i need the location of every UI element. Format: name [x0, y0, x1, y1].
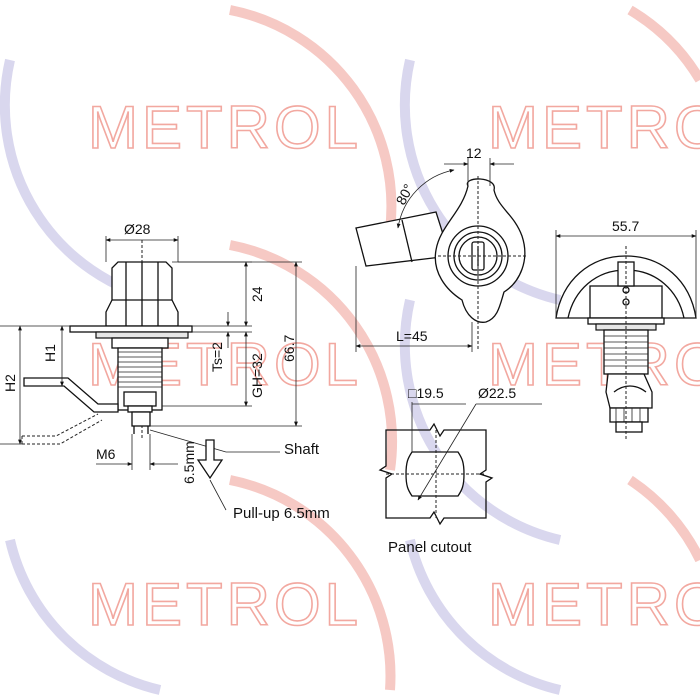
- dim-24: 24: [249, 286, 265, 302]
- side-view: Ø28 24 66.7 GH=32 Ts=2 H1 H2: [0, 221, 330, 522]
- dim-dia-22-5: Ø22.5: [478, 385, 516, 401]
- shaft-label: Shaft: [284, 441, 320, 458]
- dim-55-7: 55.7: [612, 218, 639, 234]
- dim-66-7: 66.7: [281, 335, 297, 362]
- dim-dia-28: Ø28: [124, 221, 151, 237]
- watermark: METROL METROL METROL METROL METROL METRO…: [0, 5, 700, 695]
- dim-h2: H2: [2, 374, 18, 392]
- thread-lines: [118, 351, 162, 388]
- top-view: 12 80° L=45: [355, 145, 528, 352]
- watermark-text: METROL: [488, 331, 700, 398]
- dim-6-5mm: 6.5mm: [181, 441, 197, 484]
- dim-gh-32: GH=32: [249, 353, 265, 398]
- watermark-text: METROL: [488, 571, 700, 638]
- panel-cutout: □19.5 Ø22.5 Panel cutout: [378, 385, 542, 556]
- right-view: 55.7: [555, 218, 697, 440]
- pull-up-label: Pull-up 6.5mm: [233, 505, 330, 522]
- dim-ts-2: Ts=2: [209, 342, 225, 372]
- watermark-text: METROL: [488, 94, 700, 161]
- dim-12: 12: [466, 145, 482, 161]
- dim-m6: M6: [96, 446, 116, 462]
- dim-square-19-5: □19.5: [408, 385, 444, 401]
- dim-l-45: L=45: [396, 328, 428, 344]
- panel-cutout-caption: Panel cutout: [388, 539, 472, 556]
- watermark-text: METROL: [88, 571, 362, 638]
- watermark-text: METROL: [88, 94, 362, 161]
- dim-h1: H1: [42, 344, 58, 362]
